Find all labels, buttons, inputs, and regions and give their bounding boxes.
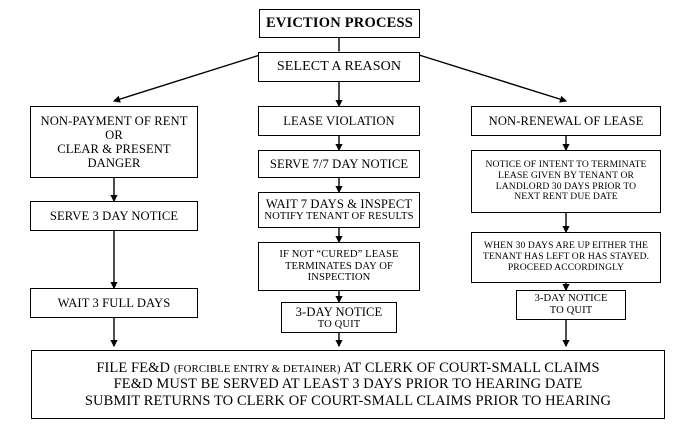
final-line-3: SUBMIT RETURNS TO CLERK OF COURT-SMALL C… xyxy=(84,392,612,409)
left-reason-line-1: NON-PAYMENT OF RENT xyxy=(40,113,188,128)
middle-step4-line-1: 3-DAY NOTICE xyxy=(295,304,383,319)
node-final-file-fed: FILE FE&D (FORCIBLE ENTRY & DETAINER) AT… xyxy=(31,350,665,419)
node-select-a-reason: SELECT A REASON xyxy=(258,52,420,82)
node-middle-serve-7-7-day-notice: SERVE 7/7 DAY NOTICE xyxy=(258,150,420,178)
node-middle-reason-lease-violation: LEASE VIOLATION xyxy=(258,106,420,136)
right-step2-line-2: TENANT HAS LEFT OR HAS STAYED. xyxy=(482,251,650,263)
node-left-wait-3-full-days: WAIT 3 FULL DAYS xyxy=(30,288,198,318)
left-step1-label: SERVE 3 DAY NOTICE xyxy=(49,208,179,223)
middle-step3-line-2: TERMINATES DAY OF xyxy=(284,260,394,272)
left-reason-line-2: OR xyxy=(105,127,123,142)
right-step1-line-2: LEASE GIVEN BY TENANT OR xyxy=(498,169,634,181)
node-title-eviction-process: EVICTION PROCESS xyxy=(259,9,420,38)
node-middle-3-day-notice-to-quit: 3-DAY NOTICE TO QUIT xyxy=(281,302,397,333)
node-left-serve-3-day-notice: SERVE 3 DAY NOTICE xyxy=(30,201,198,231)
middle-step2-line-1: WAIT 7 DAYS & INSPECT xyxy=(265,197,413,212)
right-step2-line-1: WHEN 30 DAYS ARE UP EITHER THE xyxy=(483,240,649,252)
final-line-2: FE&D MUST BE SERVED AT LEAST 3 DAYS PRIO… xyxy=(113,376,583,393)
node-middle-wait-7-days-inspect: WAIT 7 DAYS & INSPECT NOTIFY TENANT OF R… xyxy=(258,192,420,228)
node-right-notice-of-intent: NOTICE OF INTENT TO TERMINATE LEASE GIVE… xyxy=(471,150,661,213)
middle-step3-line-1: IF NOT “CURED” LEASE xyxy=(279,248,399,260)
final-line-1-part-a: FILE FE&D xyxy=(96,360,174,377)
right-step2-line-3: PROCEED ACCORDINGLY xyxy=(507,261,625,273)
right-step3-line-1: 3-DAY NOTICE xyxy=(534,293,608,305)
left-reason-line-3: CLEAR & PRESENT xyxy=(57,142,171,156)
middle-step2-line-2: NOTIFY TENANT OF RESULTS xyxy=(264,211,414,223)
connector-select-to-right xyxy=(418,54,568,103)
right-reason-label: NON-RENEWAL OF LEASE xyxy=(488,113,644,128)
right-step1-line-4: NEXT RENT DUE DATE xyxy=(514,191,618,203)
final-line-1: FILE FE&D (FORCIBLE ENTRY & DETAINER) AT… xyxy=(96,360,599,376)
middle-step4-line-2: TO QUIT xyxy=(317,318,361,330)
node-right-reason-non-renewal: NON-RENEWAL OF LEASE xyxy=(471,106,661,136)
connector-select-to-left xyxy=(112,54,261,103)
middle-step3-line-3: INSPECTION xyxy=(307,272,371,284)
right-step1-line-1: NOTICE OF INTENT TO TERMINATE xyxy=(485,159,647,171)
left-step2-label: WAIT 3 FULL DAYS xyxy=(57,295,171,310)
node-right-3-day-notice-to-quit: 3-DAY NOTICE TO QUIT xyxy=(516,290,626,320)
right-step3-line-2: TO QUIT xyxy=(549,305,593,316)
node-right-when-30-days-are-up: WHEN 30 DAYS ARE UP EITHER THE TENANT HA… xyxy=(471,232,661,283)
select-a-reason-label: SELECT A REASON xyxy=(276,59,402,75)
final-line-1-parenthetical: (FORCIBLE ENTRY & DETAINER) xyxy=(173,363,341,376)
left-reason-line-4: DANGER xyxy=(87,156,141,171)
final-line-1-part-c: AT CLERK OF COURT-SMALL CLAIMS xyxy=(340,360,600,377)
middle-reason-label: LEASE VIOLATION xyxy=(283,113,395,128)
right-step1-line-3: LANDLORD 30 DAYS PRIOR TO xyxy=(495,180,637,192)
node-left-reason-nonpayment: NON-PAYMENT OF RENT OR CLEAR & PRESENT D… xyxy=(30,106,198,178)
middle-step1-label: SERVE 7/7 DAY NOTICE xyxy=(269,156,409,171)
node-title-label: EVICTION PROCESS xyxy=(265,15,414,32)
node-middle-if-not-cured: IF NOT “CURED” LEASE TERMINATES DAY OF I… xyxy=(258,242,420,291)
